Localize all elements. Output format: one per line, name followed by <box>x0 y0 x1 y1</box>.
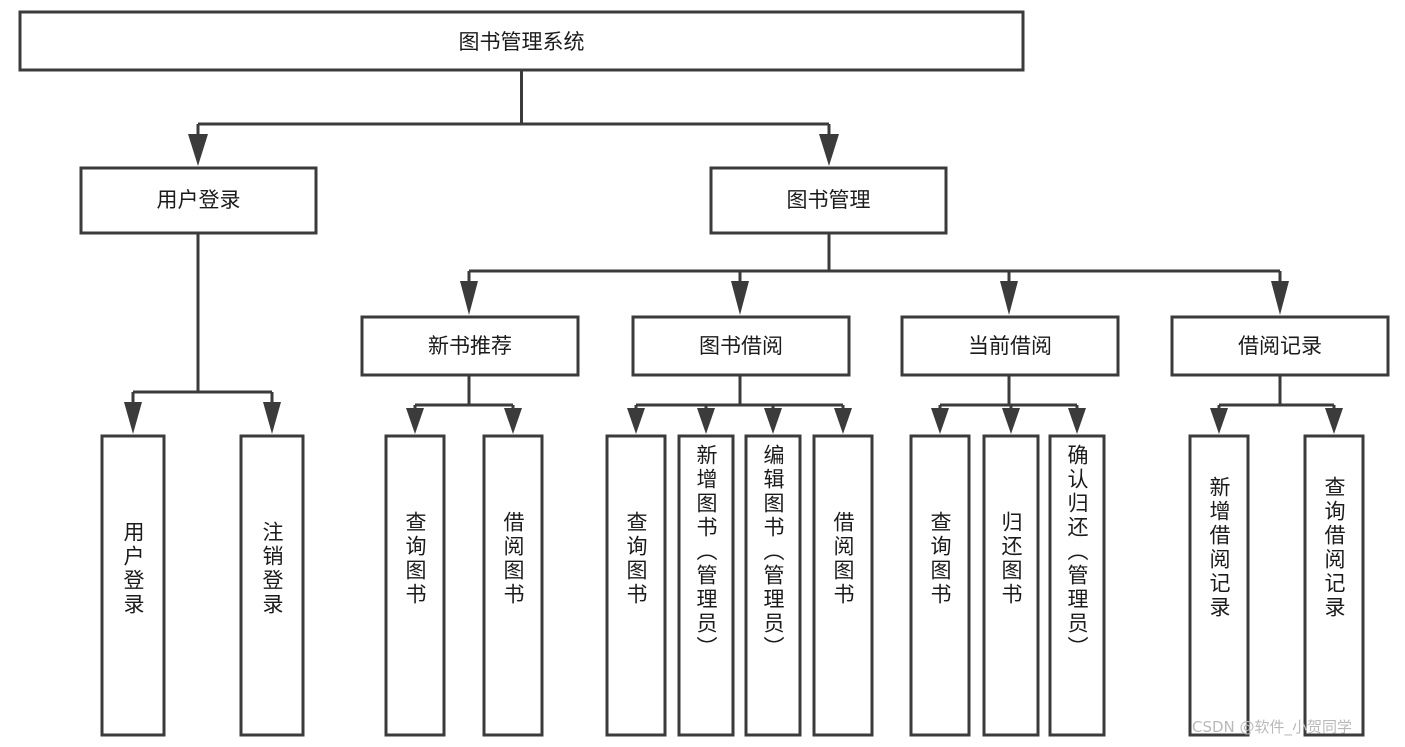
arrow-head-leaf-user-login <box>124 402 142 434</box>
leaf-box-bw-add-book[interactable] <box>677 434 735 737</box>
node-borrow-records-label: 借阅记录 <box>1238 334 1322 358</box>
leaf-box-user-login[interactable] <box>100 434 166 737</box>
node-new-book-recommend-label: 新书推荐 <box>428 334 512 358</box>
node-book-management-box[interactable] <box>709 166 948 235</box>
node-book-borrow[interactable]: 图书借阅 <box>631 315 851 377</box>
node-user-login-box[interactable] <box>79 166 318 235</box>
node-book-borrow-label: 图书借阅 <box>699 334 783 358</box>
leaf-box-cb-return-book[interactable] <box>982 434 1040 737</box>
leaf-box-cb-confirm-return[interactable] <box>1048 434 1106 737</box>
leaf-box-nb-borrow-book[interactable] <box>482 434 544 737</box>
node-book-management[interactable]: 图书管理 <box>709 166 948 235</box>
arrow-head-bw-add <box>697 408 715 434</box>
arrow-head-nb-query <box>406 408 424 434</box>
arrow-head-user-login <box>188 134 208 166</box>
arrow-head-leaf-logout <box>263 402 281 434</box>
node-current-borrow[interactable]: 当前借阅 <box>900 315 1120 377</box>
arrow-head-records <box>1271 281 1289 315</box>
edges-records-to-leaves <box>1210 375 1343 434</box>
node-root-label: 图书管理系统 <box>459 30 585 54</box>
arrow-head-current <box>1000 281 1018 315</box>
arrow-head-bw-borrow <box>834 408 852 434</box>
leaf-box-nb-query-book[interactable] <box>384 434 446 737</box>
node-borrow-records[interactable]: 借阅记录 <box>1170 315 1390 377</box>
node-new-book-recommend-box[interactable] <box>360 315 580 377</box>
node-root[interactable]: 图书管理系统 <box>18 10 1025 72</box>
node-book-management-label: 图书管理 <box>787 188 871 212</box>
arrow-head-cb-confirm <box>1068 408 1086 434</box>
leaf-box-rc-add-record[interactable] <box>1188 434 1250 737</box>
arrow-head-rc-query <box>1325 408 1343 434</box>
arrow-head-bw-edit <box>764 408 782 434</box>
arrow-head-cb-return <box>1002 408 1020 434</box>
node-current-borrow-label: 当前借阅 <box>968 334 1052 358</box>
leaf-boxes <box>100 434 1365 737</box>
edges-root-to-level2 <box>188 70 839 166</box>
edges-new-book-to-leaves <box>406 375 522 434</box>
csdn-watermark: CSDN @软件_小贺同学 <box>1192 718 1353 736</box>
edges-user-login-to-leaves <box>124 233 281 434</box>
node-borrow-records-box[interactable] <box>1170 315 1390 377</box>
leaf-box-cb-query-book[interactable] <box>909 434 971 737</box>
arrow-head-bw-query <box>627 408 645 434</box>
edges-borrow-to-leaves <box>627 375 852 434</box>
leaf-box-bw-query-book[interactable] <box>605 434 667 737</box>
edges-current-to-leaves <box>931 375 1086 434</box>
node-user-login[interactable]: 用户登录 <box>79 166 318 235</box>
arrow-head-rc-add <box>1210 408 1228 434</box>
node-current-borrow-box[interactable] <box>900 315 1120 377</box>
node-new-book-recommend[interactable]: 新书推荐 <box>360 315 580 377</box>
arrow-head-book-mgmt <box>819 134 839 166</box>
leaf-box-bw-borrow-book[interactable] <box>812 434 874 737</box>
leaf-box-logout[interactable] <box>239 434 305 737</box>
node-user-login-label: 用户登录 <box>157 188 241 212</box>
arrow-head-borrow <box>731 281 749 315</box>
leaf-box-bw-edit-book[interactable] <box>744 434 802 737</box>
node-root-box[interactable] <box>18 10 1025 72</box>
arrow-head-cb-query <box>931 408 949 434</box>
node-book-borrow-box[interactable] <box>631 315 851 377</box>
arrow-head-nb-borrow <box>504 408 522 434</box>
edges-book-mgmt-to-level3 <box>460 233 1289 315</box>
leaf-box-rc-query-record[interactable] <box>1303 434 1365 737</box>
arrow-head-new-book <box>460 281 478 315</box>
